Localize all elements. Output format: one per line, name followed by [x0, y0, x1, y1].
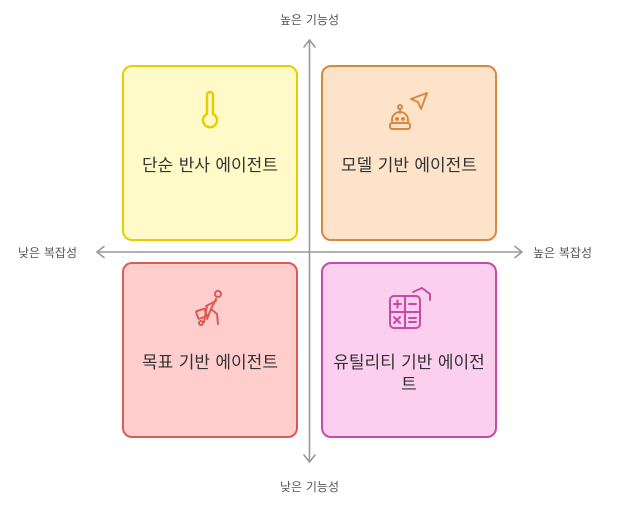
- axis-label-right: 높은 복잡성: [533, 246, 593, 260]
- axis-label-left: 낮은 복잡성: [18, 246, 78, 260]
- quadrant-title: 유틸리티 기반 에이전트: [333, 353, 485, 395]
- robot-navigation-icon: [389, 92, 428, 130]
- quadrant-simple-reflex-agent: 단순 반사 에이전트: [122, 65, 298, 241]
- quadrant-title: 단순 반사 에이전트: [142, 156, 278, 176]
- quadrant-model-based-agent: 모델 기반 에이전트: [321, 65, 497, 241]
- arrow-right: [514, 245, 523, 259]
- axis-label-top: 높은 기능성: [279, 13, 339, 27]
- arrow-left: [96, 245, 105, 259]
- thermometer-icon: [201, 90, 219, 129]
- quadrant-goal-based-agent: 목표 기반 에이전트: [122, 262, 298, 438]
- house-calculator-icon: [389, 287, 431, 329]
- quadrant-utility-based-agent: 유틸리티 기반 에이전트: [321, 262, 497, 438]
- axis-label-bottom: 낮은 기능성: [279, 480, 339, 494]
- arrow-up: [303, 39, 316, 48]
- quadrant-title: 목표 기반 에이전트: [142, 353, 278, 373]
- person-pushing-cart-icon: [195, 290, 222, 326]
- quadrant-title: 모델 기반 에이전트: [341, 156, 477, 176]
- arrow-down: [303, 454, 316, 463]
